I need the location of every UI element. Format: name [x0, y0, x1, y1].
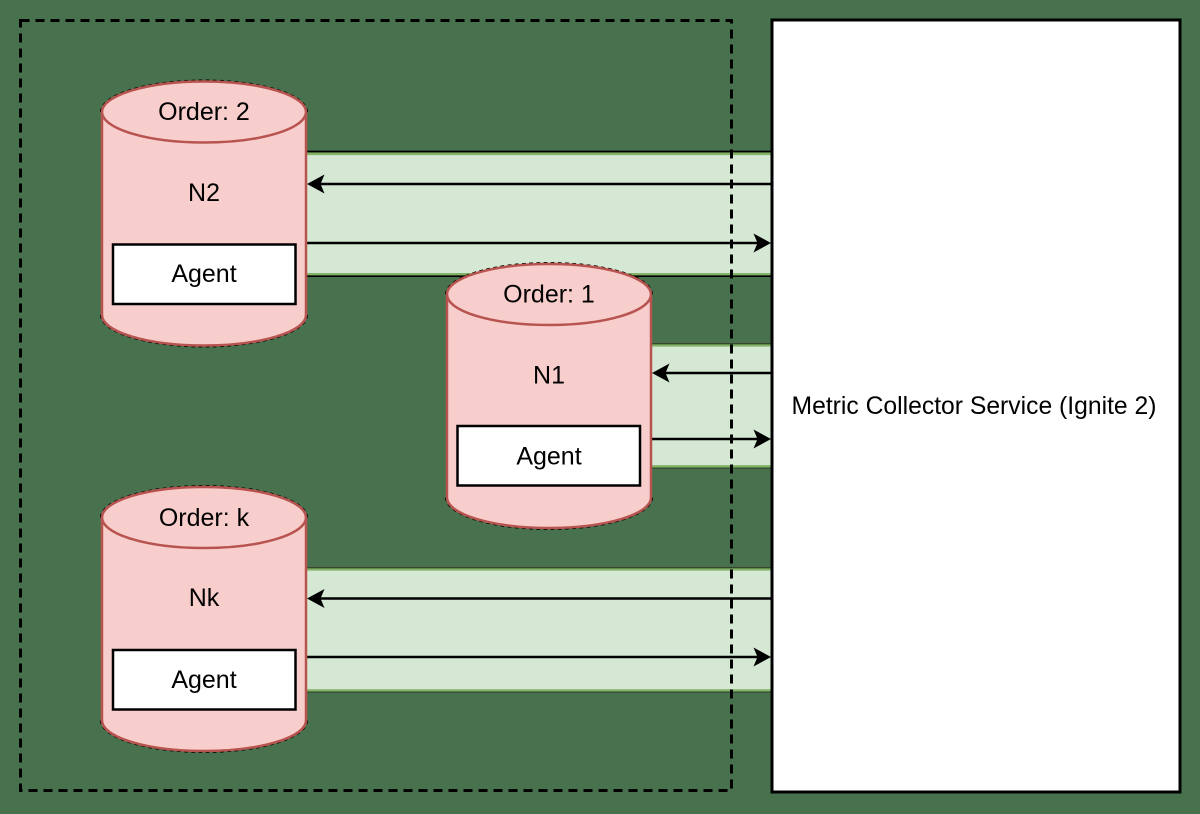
svg-text:Order: 2: Order: 2	[158, 98, 250, 126]
svg-text:Order: k: Order: k	[159, 504, 250, 532]
svg-text:Agent: Agent	[171, 666, 236, 694]
svg-text:N1: N1	[533, 362, 565, 390]
svg-text:Agent: Agent	[516, 443, 581, 471]
svg-text:N2: N2	[188, 179, 220, 207]
svg-text:Nk: Nk	[189, 584, 220, 612]
svg-text:Order: 1: Order: 1	[503, 281, 595, 309]
svg-text:Agent: Agent	[171, 260, 236, 288]
svg-text:Metric Collector Service (Igni: Metric Collector Service (Ignite 2)	[792, 393, 1157, 420]
